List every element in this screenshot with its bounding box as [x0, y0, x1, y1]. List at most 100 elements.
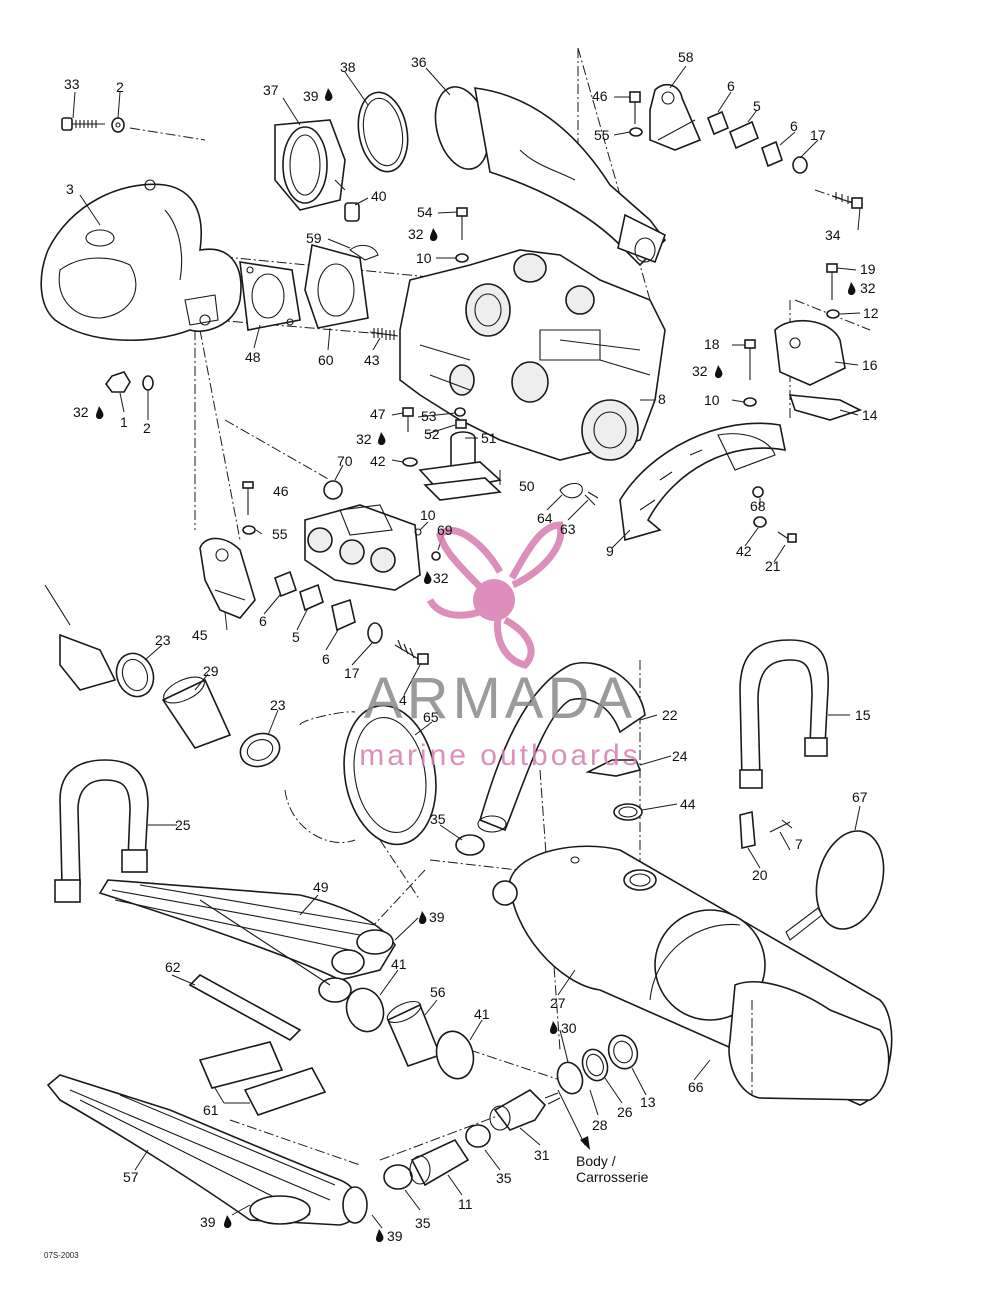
callout-69: 69 [437, 522, 453, 538]
callout-57: 57 [123, 1169, 139, 1185]
callout-18: 18 [704, 336, 720, 352]
leader-lines [72, 65, 861, 1229]
oil-drop-icon [378, 432, 386, 446]
oil-drop-icon [848, 282, 856, 296]
outlet-fittings-icon [383, 1089, 561, 1190]
callout-42: 42 [370, 453, 386, 469]
body-note-line2: Carrosserie [576, 1169, 649, 1185]
stud-43-icon [369, 328, 399, 340]
callout-46: 46 [273, 483, 289, 499]
callout-14: 14 [862, 407, 878, 423]
callout-26: 26 [617, 1104, 633, 1120]
callout-46: 46 [592, 88, 608, 104]
gasket-60-icon [304, 243, 369, 329]
callout-42: 42 [736, 543, 752, 559]
nut-1-icon [105, 371, 154, 393]
hose-bundle-57-icon [46, 1074, 368, 1226]
oil-drop-icon [325, 88, 333, 102]
bolt-4-icon [394, 639, 429, 665]
exhaust-manifold-3-icon [40, 179, 242, 342]
callout-36: 36 [411, 54, 427, 70]
oil-drop-icon [430, 228, 438, 242]
callout-32: 32 [860, 280, 876, 296]
callout-25: 25 [175, 817, 191, 833]
pad-62-icon [188, 974, 302, 1041]
callout-3: 3 [66, 181, 74, 197]
callout-10: 10 [420, 507, 436, 523]
bolt-47-icon [402, 407, 467, 432]
callout-62: 62 [165, 959, 181, 975]
callout-5: 5 [292, 629, 300, 645]
callout-59: 59 [306, 230, 322, 246]
callout-67: 67 [852, 789, 868, 805]
callout-35: 35 [415, 1215, 431, 1231]
callout-31: 31 [534, 1147, 550, 1163]
cover-16-icon [774, 319, 863, 421]
bushing-set-middle-icon [274, 570, 383, 644]
screw-63-icon [584, 491, 599, 506]
dowel-40-icon [344, 202, 360, 222]
callout-20: 20 [752, 867, 768, 883]
callout-55: 55 [594, 127, 610, 143]
callout-12: 12 [863, 305, 879, 321]
callout-15: 15 [855, 707, 871, 723]
callout-32: 32 [408, 226, 424, 242]
callout-6: 6 [790, 118, 798, 134]
callout-63: 63 [560, 521, 576, 537]
oil-drop-icon [424, 571, 432, 585]
callout-43: 43 [364, 352, 380, 368]
callout-66: 66 [688, 1079, 704, 1095]
callout-17: 17 [810, 127, 826, 143]
hose-bundle-49-icon [98, 879, 396, 1003]
callout-41: 41 [474, 1006, 490, 1022]
callout-37: 37 [263, 82, 279, 98]
bracket-45-icon [199, 537, 256, 619]
parts-artwork [40, 83, 893, 1226]
oil-drop-icon [550, 1021, 558, 1035]
callout-52: 52 [424, 426, 440, 442]
callout-22: 22 [662, 707, 678, 723]
oil-drop-icon [715, 365, 723, 379]
callout-70: 70 [337, 453, 353, 469]
strap-25-icon [54, 759, 149, 903]
callout-16: 16 [862, 357, 878, 373]
callout-4: 4 [399, 692, 407, 708]
intake-tube-36-icon [434, 86, 667, 267]
callout-39: 39 [429, 909, 445, 925]
callout-32: 32 [356, 431, 372, 447]
clamp-35-upper-icon [455, 834, 485, 856]
callout-54: 54 [417, 204, 433, 220]
callout-58: 58 [678, 49, 694, 65]
callout-33: 33 [64, 76, 80, 92]
callout-50: 50 [519, 478, 535, 494]
body-note-line1: Body / [576, 1153, 616, 1169]
clamp-24-icon [585, 759, 643, 821]
clip-64-icon [559, 482, 583, 499]
callout-64: 64 [537, 510, 553, 526]
callout-47: 47 [370, 406, 386, 422]
grommet-70-icon [242, 480, 343, 535]
callout-11: 11 [458, 1196, 473, 1212]
callout-labels: 33 2 37 39 38 36 58 46 6 5 55 6 17 34 3 … [44, 49, 879, 1260]
oil-drop-icon [419, 911, 427, 925]
callout-17: 17 [344, 665, 360, 681]
callout-53: 53 [421, 408, 437, 424]
bolt-33-icon [61, 117, 125, 133]
coupling-56-icon [345, 987, 475, 1080]
callout-1: 1 [120, 414, 128, 430]
callout-32: 32 [433, 570, 449, 586]
watermark-tagline: marine outboards [359, 739, 640, 772]
oil-drop-icon [96, 406, 104, 420]
muffler-27-icon [492, 845, 893, 1106]
drawing-code: 07S-2003 [44, 1251, 79, 1260]
propeller-hub-icon [473, 579, 515, 621]
callout-13: 13 [640, 1094, 656, 1110]
pads-61-icon [198, 1041, 327, 1116]
callout-55: 55 [272, 526, 288, 542]
callout-28: 28 [592, 1117, 608, 1133]
callout-2: 2 [116, 79, 124, 95]
callout-10: 10 [416, 250, 432, 266]
gasket-38-icon [357, 91, 409, 173]
